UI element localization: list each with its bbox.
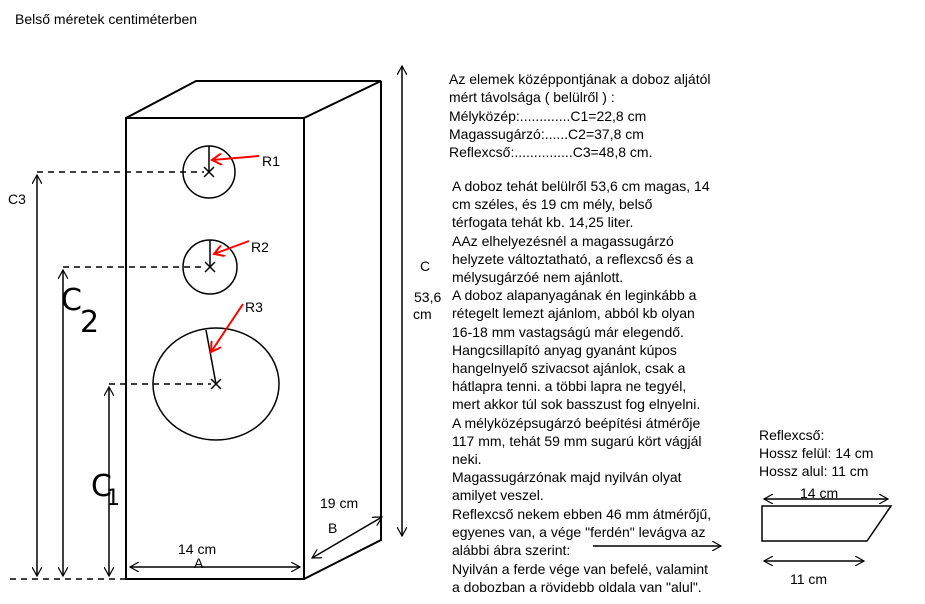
closing-line-2: a dobozban a rövidebb oldala van "alul". xyxy=(452,579,702,595)
description-line: alábbi ábra szerint: xyxy=(452,542,571,558)
description-line: egyenes van, a vége "ferdén" levágva az xyxy=(452,523,706,540)
description-line: rétegelt lemezt ajánlom, abból kb olyan xyxy=(452,305,695,322)
description-line: A mélyközépsugárzó beépítési átmérője xyxy=(452,414,701,431)
tube-heading: Reflexcső: xyxy=(759,427,825,443)
description-line: hangelnyelő szivacsot ajánlok, csak a xyxy=(452,360,686,376)
height-unit: cm xyxy=(413,306,432,322)
description-line: hátlapra tenni. a többi lapra ne tegyél, xyxy=(452,378,687,395)
center-item-c2: Magassugárzó:......C2=37,8 cm xyxy=(449,126,644,142)
center-item-c3: Reflexcső:...............C3=48,8 cm. xyxy=(449,144,653,160)
description-line: Hangcsillapító anyag gyanánt kúpos xyxy=(452,341,677,358)
center-item-c1: Mélyközép:.............C1=22,8 cm xyxy=(449,108,647,124)
description-line: mert akkor túl sok basszust fog elnyelni… xyxy=(452,396,701,413)
box-front-face xyxy=(125,117,305,580)
pointer-r3 xyxy=(211,303,244,352)
label-c1: C xyxy=(91,469,112,504)
description-line: térfogata tehát kb. 14,25 liter. xyxy=(452,214,634,231)
label-c2: C xyxy=(61,283,82,318)
tube-top-dim: 14 cm xyxy=(800,485,839,501)
box-top-face xyxy=(125,80,382,119)
center-intro-line2: mért távolsága ( belülről ) : xyxy=(449,89,615,105)
depth-value: 19 cm xyxy=(320,495,359,511)
tube-bottom-length: Hossz alul: 11 cm xyxy=(759,463,869,479)
label-c1-sub: 1 xyxy=(106,486,120,511)
label-r1: R1 xyxy=(262,153,280,169)
tube-bottom-dim: 11 cm xyxy=(790,571,828,587)
description-line: mélysugárzóé nem ajánlott. xyxy=(452,269,624,285)
pointer-r1 xyxy=(212,156,260,160)
label-c3: C3 xyxy=(8,191,26,207)
tube-trapezoid xyxy=(761,505,893,542)
description-line: neki. xyxy=(452,451,482,467)
dim-depth xyxy=(312,516,382,559)
height-value: 53,6 xyxy=(414,289,442,305)
radius-line-r3 xyxy=(205,329,217,385)
pointer-r2 xyxy=(214,240,250,254)
label-c2-sub: 2 xyxy=(80,305,100,340)
closing-line-1: Nyilván a ferde vége van befelé, valamin… xyxy=(452,561,709,577)
description-line: AAz elhelyezésnél a magassugárzó xyxy=(452,232,674,249)
description-line: Magassugárzónak majd nyilván olyat xyxy=(452,469,682,486)
label-c-height: C xyxy=(420,258,431,274)
radius-pointers xyxy=(211,156,260,352)
description-line: 16-18 mm vastagságú már elegendő. xyxy=(452,323,684,340)
center-intro-line1: Az elemek középpontjának a doboz aljától xyxy=(449,71,711,87)
description-line: amilyet veszel. xyxy=(452,487,544,504)
height-guides xyxy=(10,171,211,580)
tube-top-length: Hossz felül: 14 cm xyxy=(759,445,874,461)
description-line: Reflexcső nekem ebben 46 mm átmérőjű, xyxy=(452,505,712,522)
description-line: helyzete változtatható, a reflexcső és a xyxy=(452,250,694,267)
diagram-title: Belső méretek centiméterben xyxy=(15,11,198,27)
label-r3: R3 xyxy=(245,299,263,315)
label-b: B xyxy=(328,520,338,536)
drivers xyxy=(152,145,280,441)
description-line: A doboz alapanyagának én leginkább a xyxy=(452,287,697,304)
description-line: cm széles, és 19 cm mély, belső xyxy=(452,196,653,213)
width-value: 14 cm xyxy=(178,541,217,557)
reflex-tube-sketch xyxy=(761,499,893,561)
dimension-lines xyxy=(37,66,721,576)
label-r2: R2 xyxy=(251,239,269,255)
description-line: 117 mm, tehát 59 mm sugarú kört vágjál xyxy=(452,432,702,449)
label-a: A xyxy=(194,555,204,571)
description-line: A doboz tehát belülről 53,6 cm magas, 14 xyxy=(452,178,710,194)
